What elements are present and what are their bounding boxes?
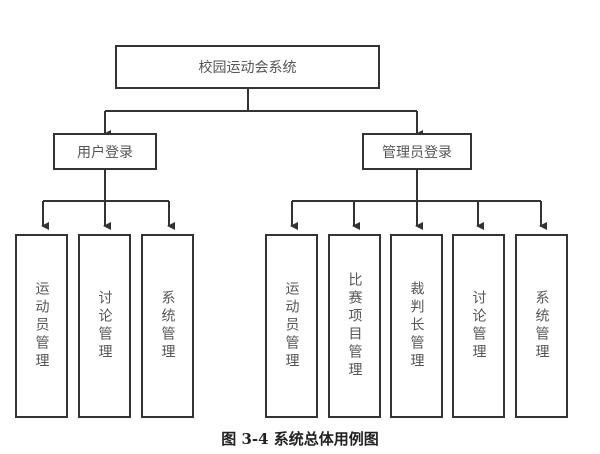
admin-child-label: 讨论管理 bbox=[470, 290, 487, 362]
admin-child-referee-mgmt: 裁判长管理 bbox=[390, 234, 443, 418]
admin-child-label: 运动员管理 bbox=[283, 281, 300, 371]
user-child-discussion-mgmt: 讨论管理 bbox=[78, 234, 131, 418]
admin-child-athlete-mgmt: 运动员管理 bbox=[265, 234, 318, 418]
user-child-athlete-mgmt: 运动员管理 bbox=[15, 234, 68, 418]
root-label: 校园运动会系统 bbox=[198, 60, 297, 76]
user-child-system-mgmt: 系统管理 bbox=[141, 234, 194, 418]
admin-login-label: 管理员登录 bbox=[382, 144, 452, 161]
user-child-label: 系统管理 bbox=[159, 290, 176, 362]
admin-child-label: 裁判长管理 bbox=[408, 281, 425, 371]
user-login-label: 用户登录 bbox=[77, 144, 133, 161]
user-login-node: 用户登录 bbox=[53, 133, 157, 170]
admin-child-event-mgmt: 比赛项目管理 bbox=[328, 234, 381, 418]
user-child-label: 讨论管理 bbox=[96, 290, 113, 362]
admin-child-system-mgmt: 系统管理 bbox=[515, 234, 568, 418]
root-node: 校园运动会系统 bbox=[115, 45, 380, 89]
admin-child-discussion-mgmt: 讨论管理 bbox=[452, 234, 505, 418]
admin-child-label: 比赛项目管理 bbox=[346, 272, 363, 380]
admin-login-node: 管理员登录 bbox=[362, 133, 472, 170]
figure-caption: 图 3-4 系统总体用例图 bbox=[221, 430, 379, 448]
admin-child-label: 系统管理 bbox=[533, 290, 550, 362]
user-child-label: 运动员管理 bbox=[33, 281, 50, 371]
